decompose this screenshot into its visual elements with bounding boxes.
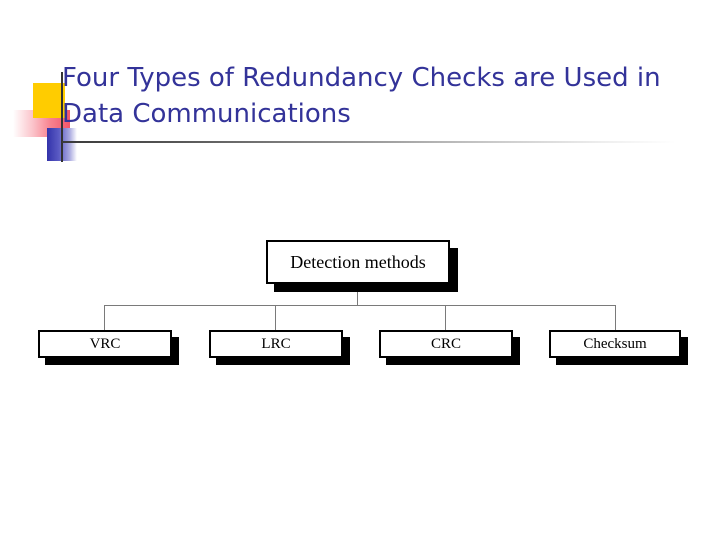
node-vrc[interactable]: VRC — [38, 330, 172, 358]
connector-drop-checksum — [615, 305, 616, 330]
connector-drop-lrc — [275, 305, 276, 330]
node-crc[interactable]: CRC — [379, 330, 513, 358]
title-underline-rule — [62, 141, 676, 143]
connector-drop-vrc — [104, 305, 105, 330]
page-title: Four Types of Redundancy Checks are Used… — [62, 63, 669, 129]
decoration-yellow-square — [33, 83, 65, 118]
connector-horizontal-bus — [104, 305, 616, 306]
connector-drop-crc — [445, 305, 446, 330]
connector-root-stem — [357, 284, 358, 306]
node-lrc[interactable]: LRC — [209, 330, 343, 358]
decoration-vertical-line — [61, 72, 63, 162]
node-detection-methods[interactable]: Detection methods — [266, 240, 450, 284]
node-checksum[interactable]: Checksum — [549, 330, 681, 358]
